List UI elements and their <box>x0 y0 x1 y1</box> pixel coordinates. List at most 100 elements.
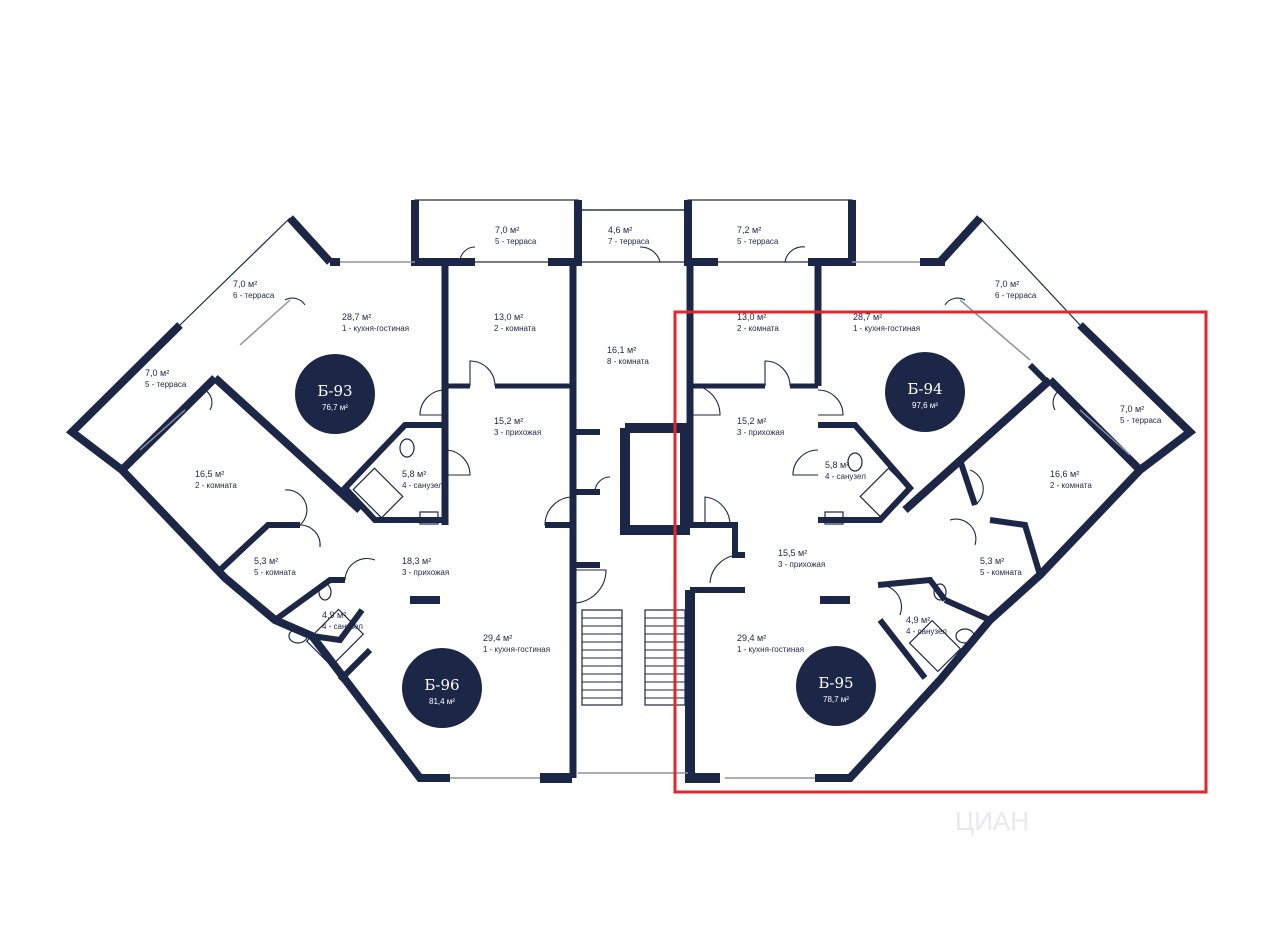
room-name: 4 - санузел <box>322 622 363 631</box>
room-area: 7,0 м² <box>1120 404 1144 414</box>
room-name: 3 - прихожая <box>778 560 825 569</box>
room-area: 5,3 м² <box>980 556 1004 566</box>
room-label: 15,5 м² 3 - прихожая <box>778 548 825 569</box>
room-area: 4,6 м² <box>608 225 632 235</box>
room-name: 2 - комната <box>1050 481 1092 490</box>
room-label: 13,0 м² 2 - комната <box>494 312 536 333</box>
room-name: 5 - терраса <box>1120 416 1162 425</box>
room-area: 7,0 м² <box>995 279 1019 289</box>
apartment-badge-b95[interactable]: Б-95 78,7 м² <box>796 646 876 726</box>
room-area: 28,7 м² <box>853 312 882 322</box>
room-name: 6 - терраса <box>995 291 1037 300</box>
room-area: 5,3 м² <box>254 556 278 566</box>
room-name: 4 - санузел <box>825 472 866 481</box>
room-label: 7,0 м² 5 - терраса <box>1120 404 1162 425</box>
highlight-frame <box>673 310 1208 794</box>
room-name: 2 - комната <box>195 481 237 490</box>
room-area: 4,9 м² <box>322 610 346 620</box>
room-label: 16,5 м² 2 - комната <box>195 469 237 490</box>
room-label: 4,6 м² 7 - терраса <box>608 225 650 246</box>
room-area: 4,9 м² <box>906 615 930 625</box>
room-label: 7,0 м² 6 - терраса <box>233 279 275 300</box>
room-area: 15,2 м² <box>494 416 523 426</box>
room-label: 7,0 м² 5 - терраса <box>495 225 537 246</box>
room-label: 28,7 м² 1 - кухня-гостиная <box>853 312 920 333</box>
room-area: 18,3 м² <box>402 556 431 566</box>
bathroom-fixtures <box>288 438 975 673</box>
room-area: 29,4 м² <box>483 633 512 643</box>
room-name: 3 - прихожая <box>402 568 449 577</box>
room-name: 7 - терраса <box>608 237 650 246</box>
room-name: 8 - комната <box>607 357 649 366</box>
room-label: 5,3 м² 5 - комната <box>254 556 296 577</box>
room-area: 5,8 м² <box>825 460 849 470</box>
room-label: 15,2 м² 3 - прихожая <box>737 416 784 437</box>
doors <box>204 246 1061 616</box>
room-area: 16,5 м² <box>195 469 224 479</box>
room-label: 16,1 м²8 - комната <box>607 345 649 366</box>
room-name: 6 - терраса <box>233 291 275 300</box>
room-name: 3 - прихожая <box>737 428 784 437</box>
apartment-area: 97,6 м² <box>912 401 938 410</box>
room-label: 15,2 м² 3 - прихожая <box>494 416 541 437</box>
apartment-code: Б-93 <box>317 382 352 400</box>
apartment-area: 78,7 м² <box>823 695 849 704</box>
room-label: 5,8 м² 4 - санузел <box>825 460 866 481</box>
badge-circle <box>885 352 965 432</box>
watermark-logo: ЦИАН <box>955 806 1029 836</box>
room-label: 7,0 м² 6 - терраса <box>995 279 1037 300</box>
room-name: 2 - комната <box>494 324 536 333</box>
room-label: 5,8 м² 4 - санузел <box>402 469 443 490</box>
room-area: 13,0 м² <box>737 312 766 322</box>
apartment-code: Б-95 <box>818 674 853 692</box>
room-area: 13,0 м² <box>494 312 523 322</box>
room-label: 4,9 м² 4 - санузел <box>322 610 363 631</box>
apartment-badge-b96[interactable]: Б-96 81,4 м² <box>402 648 482 728</box>
room-area: 28,7 м² <box>342 312 371 322</box>
room-area: 7,0 м² <box>233 279 257 289</box>
room-area: 7,2 м² <box>737 225 761 235</box>
apartment-badges: Б-93 76,7 м² Б-94 97,6 м² Б-96 81,4 м² Б… <box>295 352 965 728</box>
room-name: 2 - комната <box>737 324 779 333</box>
room-label: 4,9 м² 4 - санузел <box>906 615 947 636</box>
room-label: 13,0 м² 2 - комната <box>737 312 779 333</box>
room-name: 4 - санузел <box>906 627 947 636</box>
room-label: 7,2 м²5 - терраса <box>737 225 779 246</box>
room-label: 16,6 м² 2 - комната <box>1050 469 1092 490</box>
room-label: 5,3 м² 5 - комната <box>980 556 1022 577</box>
badge-circle <box>796 646 876 726</box>
room-area: 15,2 м² <box>737 416 766 426</box>
apartment-code: Б-96 <box>424 676 459 694</box>
room-area: 7,0 м² <box>145 368 169 378</box>
apartment-badge-b94[interactable]: Б-94 97,6 м² <box>885 352 965 432</box>
badge-circle <box>295 354 375 434</box>
room-label: 28,7 м² 1 - кухня-гостиная <box>342 312 409 333</box>
room-label: 7,0 м² 5 - терраса <box>145 368 187 389</box>
room-name: 5 - терраса <box>145 380 187 389</box>
room-area: 29,4 м² <box>737 633 766 643</box>
staircase <box>581 609 686 706</box>
apartment-badge-b93[interactable]: Б-93 76,7 м² <box>295 354 375 434</box>
room-name: 5 - комната <box>254 568 296 577</box>
room-label: 29,4 м² 1 - кухня-гостиная <box>737 633 804 654</box>
apartment-code: Б-94 <box>907 380 942 398</box>
room-name: 1 - кухня-гостиная <box>342 324 409 333</box>
room-name: 5 - комната <box>980 568 1022 577</box>
room-name: 1 - кухня-гостиная <box>737 645 804 654</box>
room-label: 18,3 м² 3 - прихожая <box>402 556 449 577</box>
thin-walls <box>71 199 1191 779</box>
room-name: 1 - кухня-гостиная <box>483 645 550 654</box>
room-label: 29,4 м² 1 - кухня-гостиная <box>483 633 550 654</box>
badge-circle <box>402 648 482 728</box>
room-name: 3 - прихожая <box>494 428 541 437</box>
room-area: 5,8 м² <box>402 469 426 479</box>
room-name: 1 - кухня-гостиная <box>853 324 920 333</box>
room-area: 7,0 м² <box>495 225 519 235</box>
room-area: 16,6 м² <box>1050 469 1079 479</box>
room-name: 4 - санузел <box>402 481 443 490</box>
room-area: 15,5 м² <box>778 548 807 558</box>
room-name: 5 - терраса <box>495 237 537 246</box>
apartment-area: 81,4 м² <box>429 697 455 706</box>
apartment-area: 76,7 м² <box>322 403 348 412</box>
